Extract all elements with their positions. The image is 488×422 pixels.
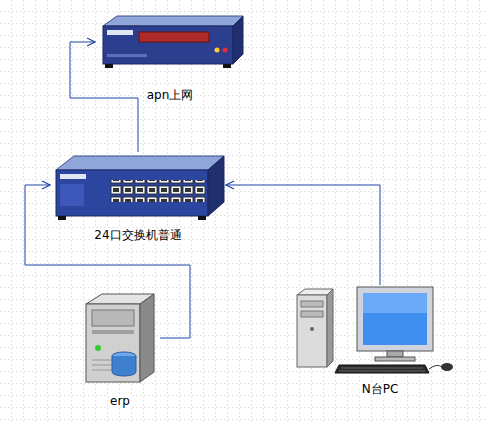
router-illustration [95,12,245,72]
server-illustration [80,290,160,385]
pc-device: N台PC [295,285,465,380]
switch-device: 24口交换机普通 [50,152,226,222]
pc-illustration [295,285,465,380]
server-device: erp [80,290,160,385]
device-label: erp [108,394,132,408]
router-device: apn上网 [95,12,245,72]
switch-illustration [50,152,226,222]
network-cable [226,185,380,285]
device-label: 24口交换机普通 [92,228,183,242]
device-label: apn上网 [145,88,196,102]
device-label: N台PC [360,382,401,396]
